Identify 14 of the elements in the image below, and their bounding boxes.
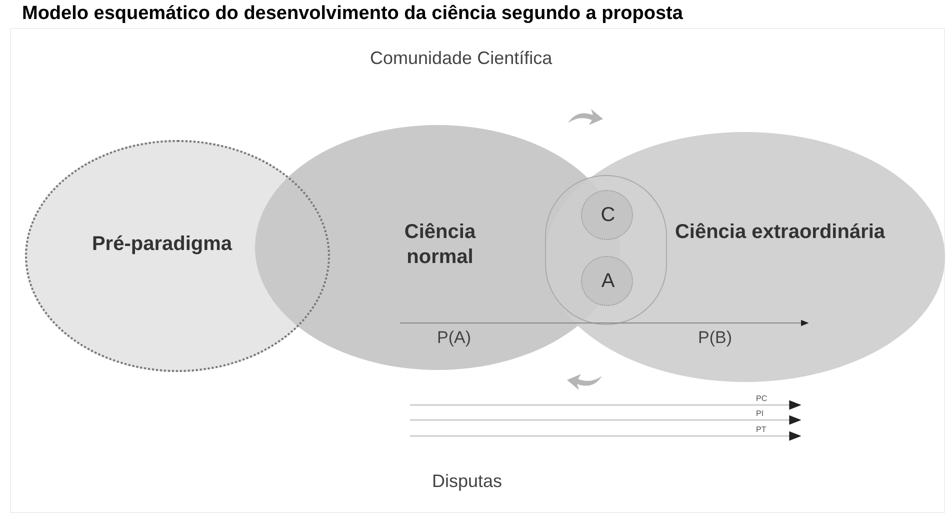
node-text: Ciência normal — [403, 220, 477, 270]
arrow — [400, 320, 809, 326]
line-label: PC — [756, 393, 768, 405]
node-text: Ciência extraordinária — [674, 220, 886, 245]
disputes-label: Disputas — [432, 470, 502, 493]
point-label: P(B) — [698, 327, 732, 349]
line-label: PI — [756, 408, 764, 420]
node-text: A — [600, 269, 616, 294]
community-label: Comunidade Científica — [370, 47, 552, 70]
point-label: P(A) — [437, 327, 471, 349]
title: Modelo esquemático do desenvolvimento da ciência segundo a proposta — [22, 2, 683, 26]
node-text: Pré-paradigma — [90, 232, 234, 257]
line-label: PT — [756, 424, 766, 436]
node-text: C — [600, 203, 616, 228]
